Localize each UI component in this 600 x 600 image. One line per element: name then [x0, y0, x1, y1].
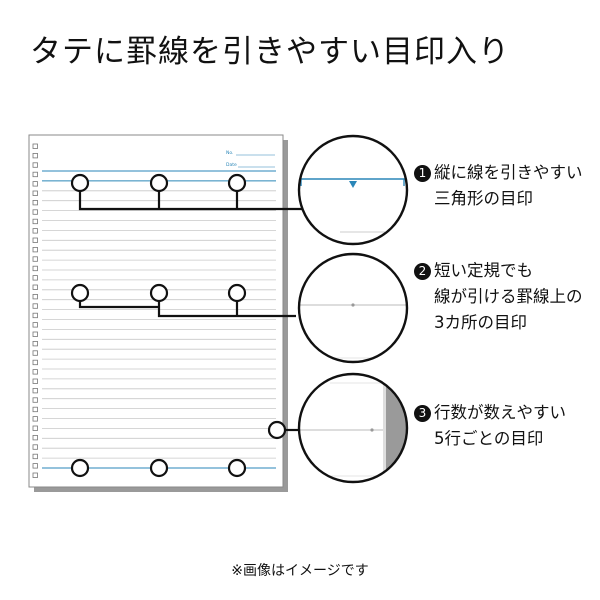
binder-hole	[32, 209, 38, 215]
marker-ring-top-center	[149, 173, 169, 193]
magnifier-row-count-marks	[297, 372, 409, 484]
binder-hole	[32, 387, 38, 394]
callout-number-3: 3	[414, 404, 431, 422]
binder-hole	[32, 152, 38, 159]
callout-number-2: 2	[414, 262, 431, 280]
binder-hole	[32, 284, 38, 290]
callout-2-line-2: 線が引ける罫線上の	[434, 287, 583, 306]
callout-1-line-1: 縦に線を引きやすい	[434, 163, 583, 182]
marker-ring-mid-left	[70, 283, 90, 303]
footnote: ※画像はイメージです	[231, 563, 369, 579]
binder-hole	[32, 171, 38, 178]
callout-1-line-2: 三角形の目印	[434, 189, 533, 208]
connector-top	[78, 191, 302, 211]
binder-holes	[32, 143, 38, 478]
callout-3-line-2: 5行ごとの目印	[434, 429, 544, 448]
binder-hole	[32, 434, 38, 441]
binder-hole	[32, 246, 38, 253]
binder-hole	[32, 190, 38, 196]
binder-hole	[32, 303, 38, 309]
page-title: タテに罫線を引きやすい目印入り	[30, 34, 510, 70]
binder-hole	[32, 416, 38, 422]
callout-2-line-1: 短い定規でも	[434, 261, 533, 280]
binder-hole	[32, 322, 38, 328]
marker-ring-side	[267, 420, 287, 440]
binder-hole	[32, 199, 38, 206]
dot-mark-icon	[351, 303, 355, 307]
binder-hole	[32, 218, 38, 225]
binder-hole	[32, 453, 38, 460]
binder-hole	[32, 162, 38, 168]
marker-ring-top-right	[227, 173, 247, 193]
binder-hole	[32, 444, 38, 450]
callout-2-line-3: 3カ所の目印	[434, 313, 527, 332]
binder-hole	[32, 359, 38, 366]
binder-hole	[32, 406, 38, 413]
binder-hole	[32, 378, 38, 384]
binder-hole	[32, 256, 38, 262]
binder-hole	[32, 340, 38, 347]
binder-hole	[32, 425, 38, 431]
binder-hole	[32, 312, 38, 319]
connector-mid	[78, 301, 296, 318]
sheet-header-fields: No. Date	[226, 150, 275, 168]
marker-ring-mid-center	[149, 283, 169, 303]
row-dot-mark-icon	[370, 428, 374, 432]
no-label: No.	[226, 150, 233, 156]
binder-hole	[32, 181, 38, 187]
callout-3-line-1: 行数が数えやすい	[434, 403, 566, 422]
binder-hole	[32, 237, 38, 243]
binder-hole	[32, 293, 38, 300]
marker-ring-bottom-left	[70, 458, 90, 478]
marker-ring-top-left	[70, 173, 90, 193]
binder-hole	[32, 143, 38, 149]
marker-ring-bottom-center	[149, 458, 169, 478]
binder-hole	[32, 275, 38, 281]
date-label: Date	[226, 162, 237, 168]
binder-hole	[32, 472, 38, 478]
binder-hole	[32, 463, 38, 469]
binder-hole	[32, 228, 38, 234]
binder-hole	[32, 265, 38, 272]
binder-hole	[32, 331, 38, 337]
marker-ring-bottom-right	[227, 458, 247, 478]
callout-number-1: 1	[414, 164, 431, 182]
magnifier-triangle-marks	[297, 134, 409, 246]
triangle-mark-icon	[349, 181, 357, 188]
binder-hole	[32, 397, 38, 403]
binder-hole	[32, 350, 38, 356]
magnifier-line-dot-marks	[297, 252, 409, 364]
marker-ring-mid-right	[227, 283, 247, 303]
binder-hole	[32, 369, 38, 375]
